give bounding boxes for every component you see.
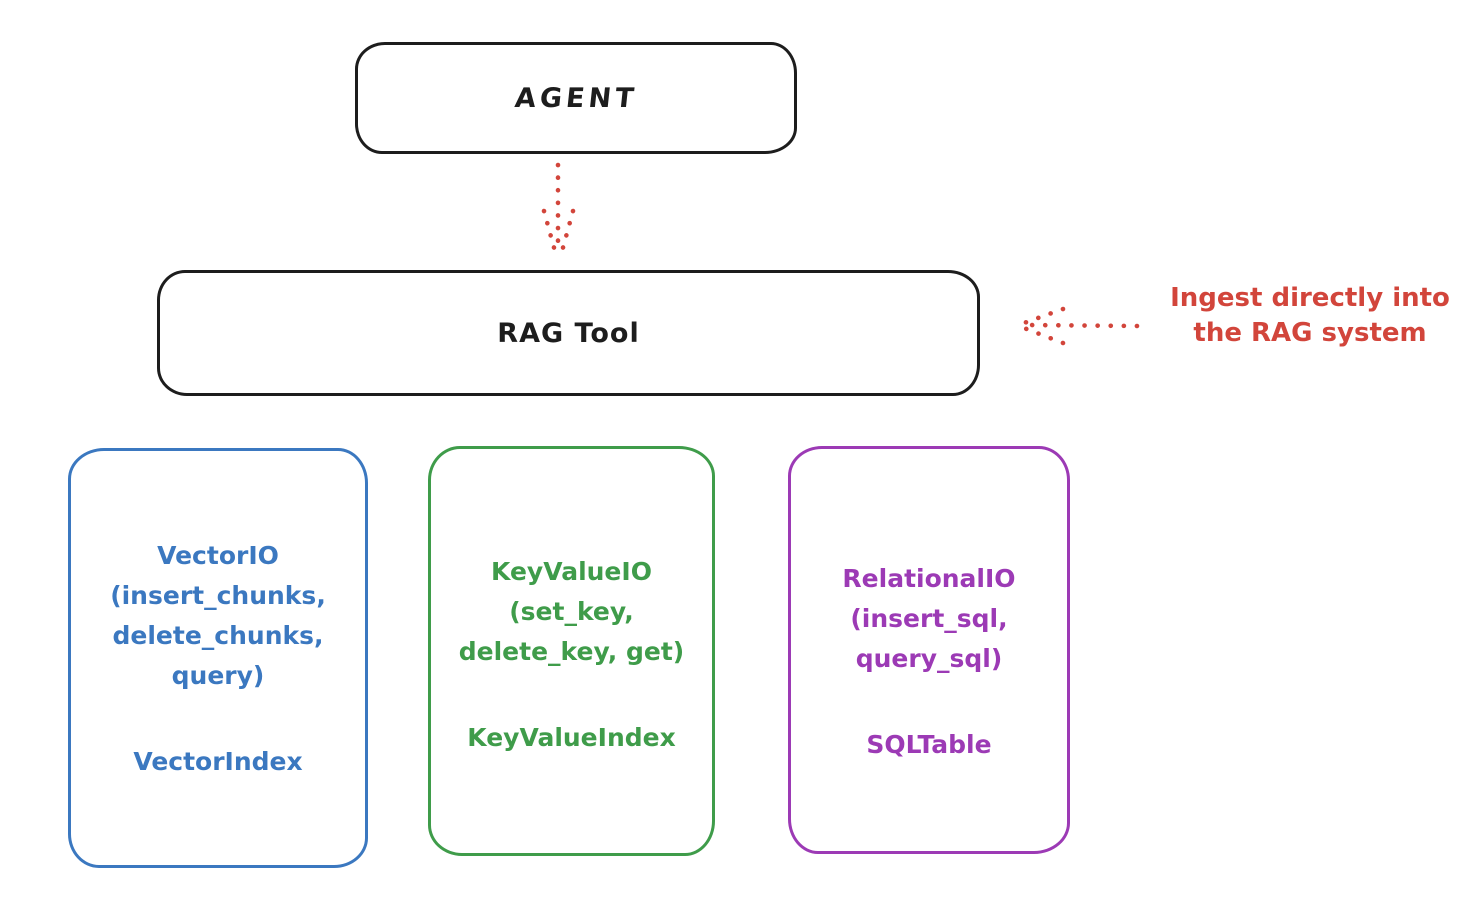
rag-tool-box: RAG Tool <box>157 270 980 396</box>
agent-label: AGENT <box>513 82 639 114</box>
sql-table-label: SQLTable <box>866 730 992 759</box>
rag-tool-label: RAG Tool <box>497 317 640 349</box>
keyvalue-index-label: KeyValueIndex <box>467 723 676 752</box>
agent-box: AGENT <box>355 42 797 154</box>
relational-io-methods-label: RelationalIO (insert_sql, query_sql) <box>842 564 1016 673</box>
vector-index-label: VectorIndex <box>133 747 303 776</box>
vector-io-methods-label: VectorIO (insert_chunks, delete_chunks, … <box>110 541 326 690</box>
relational-io-box: RelationalIO (insert_sql, query_sql) SQL… <box>788 446 1070 854</box>
ingest-annotation-text: Ingest directly into the RAG system <box>1170 283 1450 348</box>
arrow-agent-to-rag-icon <box>541 162 576 258</box>
keyvalue-io-methods-label: KeyValueIO (set_key, delete_key, get) <box>458 557 685 666</box>
arrow-annotation-to-rag-icon <box>1021 306 1140 346</box>
keyvalue-io-box: KeyValueIO (set_key, delete_key, get) Ke… <box>428 446 715 856</box>
vector-io-box: VectorIO (insert_chunks, delete_chunks, … <box>68 448 368 868</box>
